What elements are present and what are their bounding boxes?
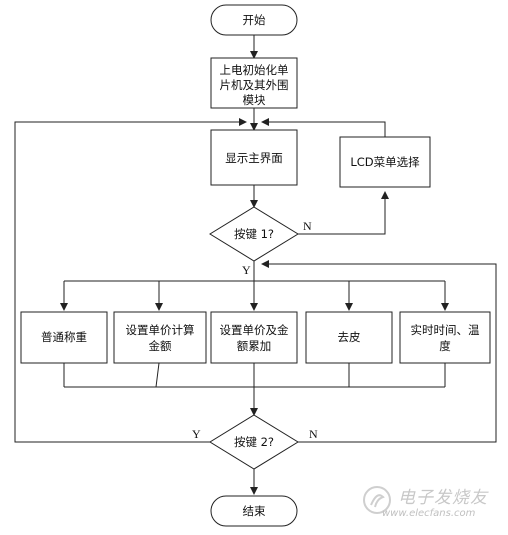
normal-weigh-label: 普通称重 [41, 330, 87, 344]
normal-weigh-box: 普通称重 [20, 311, 108, 364]
start-label: 开始 [243, 13, 266, 27]
watermark: 电子发烧友 www.elecfans.com [362, 483, 502, 527]
main-ui-label: 显示主界面 [225, 151, 283, 165]
key1-label: 按键 1? [234, 227, 274, 241]
realtime-label-line1: 实时时间、温 [411, 323, 480, 337]
init-label-line1: 上电初始化单 [220, 63, 289, 77]
edge-key1-lcd [298, 191, 389, 235]
set-price-label-line2: 金额 [149, 339, 172, 353]
set-accum-label-line1: 设置单价及金 [220, 323, 289, 337]
realtime-label-line2: 度 [439, 339, 451, 353]
watermark-url: www.elecfans.com [382, 508, 476, 519]
key2-label: 按键 2? [234, 435, 274, 449]
key1-yes-label: Y [242, 263, 251, 277]
set-price-label-line1: 设置单价计算 [126, 323, 195, 337]
set-accum-label-line2: 额累加 [237, 339, 272, 353]
key2-yes-label: Y [192, 427, 201, 441]
init-process-box: 上电初始化单 片机及其外围 模块 [210, 57, 298, 109]
lcd-menu-box: LCD菜单选择 [339, 136, 431, 188]
edge-key2-yes-loop [14, 118, 247, 443]
watermark-brand: 电子发烧友 [398, 488, 488, 508]
set-price-box: 设置单价计算 金额 [113, 311, 207, 364]
start-terminal: 开始 [210, 4, 298, 36]
watermark-logo-icon [363, 486, 391, 514]
key2-no-label: N [309, 427, 318, 441]
tare-box: 去皮 [305, 311, 393, 364]
key2-decision: 按键 2? [209, 414, 299, 470]
end-label: 结束 [243, 504, 266, 518]
edge-from-setprice [155, 362, 160, 388]
key1-decision: 按键 1? [209, 206, 299, 262]
main-ui-box: 显示主界面 [210, 129, 298, 186]
end-terminal: 结束 [210, 495, 298, 527]
connector-lines [14, 35, 497, 495]
init-label-line3: 模块 [243, 93, 266, 107]
lcd-menu-label: LCD菜单选择 [350, 155, 420, 169]
set-accum-box: 设置单价及金 额累加 [210, 311, 298, 364]
tare-label: 去皮 [338, 330, 361, 344]
edge-lcd-main [261, 118, 386, 137]
realtime-box: 实时时间、温 度 [399, 311, 491, 364]
key1-no-label: N [303, 219, 312, 233]
init-label-line2: 片机及其外围 [220, 78, 289, 92]
edge-key2-no-loop [261, 260, 497, 443]
